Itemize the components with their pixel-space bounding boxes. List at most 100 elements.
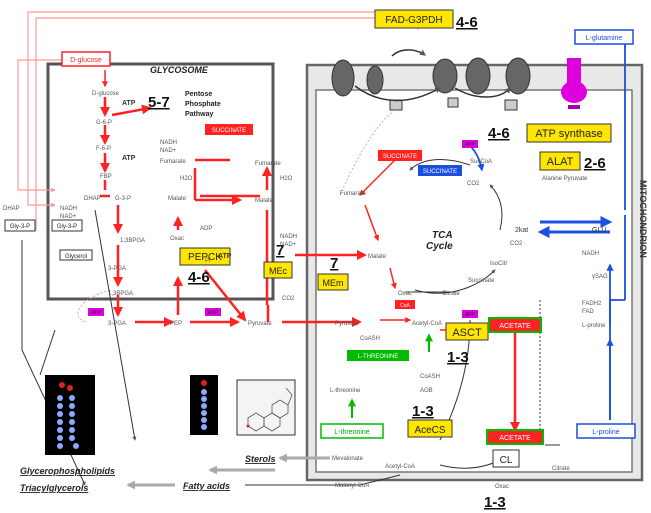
met-nad-3: NAD+	[280, 242, 297, 248]
met-coash-2: CoASH	[420, 374, 440, 380]
acecs-label: AceCS	[414, 425, 445, 436]
acecs-box	[407, 419, 453, 438]
met-h2o-2: H2O	[280, 176, 293, 182]
met-fad: FAD	[582, 309, 594, 315]
met-dhap-out: DHAP	[3, 206, 20, 212]
met-alanine-pyr: Alanine Pyruvate	[542, 176, 588, 182]
met-co2-2: CO2	[510, 241, 523, 247]
met-atp-2: ATP	[122, 155, 136, 162]
met-adp: ADP	[200, 226, 212, 232]
sterol-structure-image	[236, 379, 296, 436]
cl-label: CL	[500, 455, 513, 466]
ppp-line1: Pentose	[185, 91, 212, 98]
met-glu: GLU	[592, 227, 606, 234]
l-proline-label: L-proline	[592, 429, 619, 436]
met-nad-1: NAD+	[160, 148, 177, 154]
met-glyacs: Acetyl-CoA	[385, 464, 415, 470]
met-nadh-2: NADH	[60, 206, 77, 212]
ppp-line3: Pathway	[185, 111, 214, 118]
d-glucose-box	[61, 51, 111, 67]
met-f6p: F-6-P	[96, 146, 111, 152]
met-malate-c: Malate	[255, 198, 274, 204]
acetate-mito-box	[488, 317, 542, 333]
pepck-number: 4-6	[188, 269, 210, 286]
acetate-cyto-box	[486, 429, 544, 445]
met-oxac-m: Oxac	[398, 291, 412, 297]
acetate-cyto-label: ACETATE	[499, 435, 531, 442]
met-g3p: G-3-P	[115, 196, 131, 202]
mem-label: MEm	[323, 278, 344, 288]
dotted-pink-paths	[77, 109, 396, 323]
blue-paths	[465, 39, 626, 430]
met-nadh-3: NADH	[280, 234, 297, 240]
met-co2-3: CO2	[282, 296, 295, 302]
atp-synthase-box	[526, 123, 612, 143]
succinate-mito-label: SUCCINATE	[383, 154, 417, 160]
mem-box	[317, 273, 349, 291]
met-acetylcoa: Acetyl-CoA	[412, 321, 442, 327]
l-proline-box	[576, 423, 636, 439]
l-threonine-label: L-threonine	[334, 429, 370, 436]
fad-g3pdh-number: 4-6	[456, 14, 478, 31]
acecs-number: 1-3	[412, 403, 434, 420]
met-bpga: 1,3BPGA	[120, 238, 145, 244]
atp-tag-1	[88, 308, 104, 316]
met-dhap: DHAP	[84, 196, 101, 202]
mem-number: 7	[330, 255, 338, 272]
met-pep: PEP	[170, 321, 182, 327]
l-threonine-mito-box	[347, 350, 409, 361]
met-fumarate-m: Fumarate	[340, 191, 366, 197]
glycosome-compartment	[46, 62, 275, 301]
adp-tag-1-label: ADP	[208, 310, 219, 316]
gly3p-outer-box	[4, 219, 36, 232]
met-fadh2: FADH2	[582, 301, 602, 307]
atp-synthase-label: ATP synthase	[535, 128, 602, 140]
ppp-line2: Phosphate	[185, 101, 221, 108]
coa-box	[395, 300, 415, 309]
met-malonyl: Malonyl-CoA	[335, 483, 369, 489]
asct-number: 1-3	[447, 349, 469, 366]
met-dglucose: D-glucose	[92, 91, 120, 97]
tca-label-line1: TCA	[432, 230, 453, 241]
met-malate-m: Malate	[368, 254, 387, 260]
glycosome-title: GLYCOSOME	[150, 65, 209, 75]
met-atp-1: ATP	[122, 100, 136, 107]
atp-tag-3	[462, 310, 478, 318]
l-threonine-mito-label: L-THREONINE	[358, 354, 399, 360]
met-fumarate: Fumarate	[160, 159, 186, 165]
met-succinate-mid: Succinate	[468, 278, 495, 284]
met-coash-1: CoASH	[360, 336, 380, 342]
coa-label: CoA	[400, 303, 410, 309]
fad-g3pdh-label: FAD-G3PDH	[385, 15, 442, 26]
d-glucose-label: D-glucose	[70, 57, 102, 64]
grey-output-arrows	[126, 453, 330, 490]
asct-label: ASCT	[452, 327, 482, 339]
met-pyruvate-m: Pyruvate	[335, 321, 359, 327]
met-3pga: 3-PGA	[108, 266, 126, 272]
glycolysis-arrows	[100, 97, 367, 327]
tca-cycle-arrows	[405, 159, 503, 294]
tca-label-line2: Cycle	[426, 241, 453, 252]
atp-tag-3-label: ATP	[465, 312, 475, 318]
met-co2-1: CO2	[467, 181, 480, 187]
gly3p-outer-label: Gly-3-P	[10, 224, 30, 230]
alat-number: 2-6	[584, 155, 606, 172]
phospholipid-image-1	[45, 375, 95, 455]
met-isocitr: IsoCitr	[490, 261, 507, 267]
l-threonine-box	[320, 423, 384, 439]
acetate-mito-label: ACETATE	[499, 323, 531, 330]
fatty-acid-image	[190, 375, 218, 435]
met-lproline: L-proline	[582, 323, 606, 329]
alat-label: ALAT	[547, 156, 574, 168]
ppp-number: 5-7	[148, 94, 170, 111]
met-gsa: γSAG	[592, 274, 608, 280]
atp-tag-2	[462, 140, 478, 148]
met-nadh-4: NADH	[582, 251, 599, 257]
met-succoa: SucCoA	[470, 159, 492, 165]
met-citrate-c: Citrate	[552, 466, 570, 472]
l-glutamine-label: L-glutamine	[586, 35, 623, 42]
alat-box	[539, 151, 581, 171]
glycerophospholipids-label: Glycerophospholipids	[20, 466, 115, 476]
met-g6p: G-6-P	[96, 120, 112, 126]
